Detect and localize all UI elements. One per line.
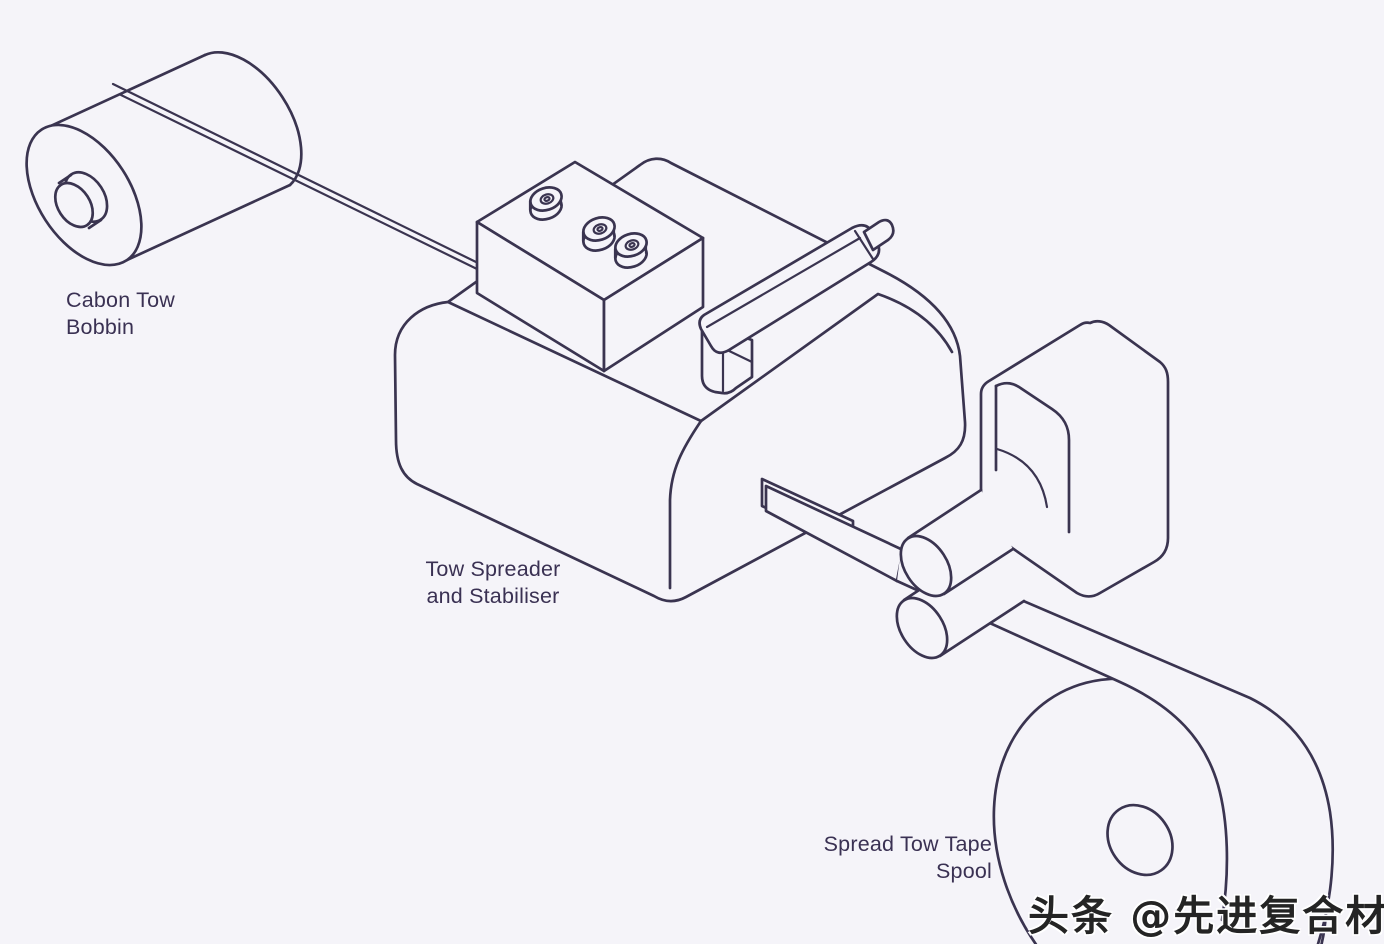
label-tow-spreader-and-stabiliser: Tow Spreader and Stabiliser [425, 557, 561, 608]
guide-block-drawing [979, 319, 1170, 598]
guide-boss [613, 232, 648, 269]
guide-boss [581, 216, 616, 252]
clamp-bar-pin [862, 218, 895, 252]
guide-boss [528, 186, 563, 221]
carbon-tow-bobbin-drawing [25, 50, 303, 267]
clamp-bar-drawing [698, 218, 895, 395]
spool-hub-hole [1106, 803, 1174, 877]
label-spread-tow-tape-spool: Spread Tow Tape Spool [823, 832, 992, 883]
guide-rollers-drawing [895, 488, 1026, 660]
label-carbon-tow-bobbin: Cabon Tow Bobbin [66, 288, 175, 339]
watermark-text: 头条 @先进复合材料 [1028, 892, 1384, 940]
carbon-tow-lines [111, 82, 479, 271]
tow-guide-box-drawing [475, 160, 705, 373]
